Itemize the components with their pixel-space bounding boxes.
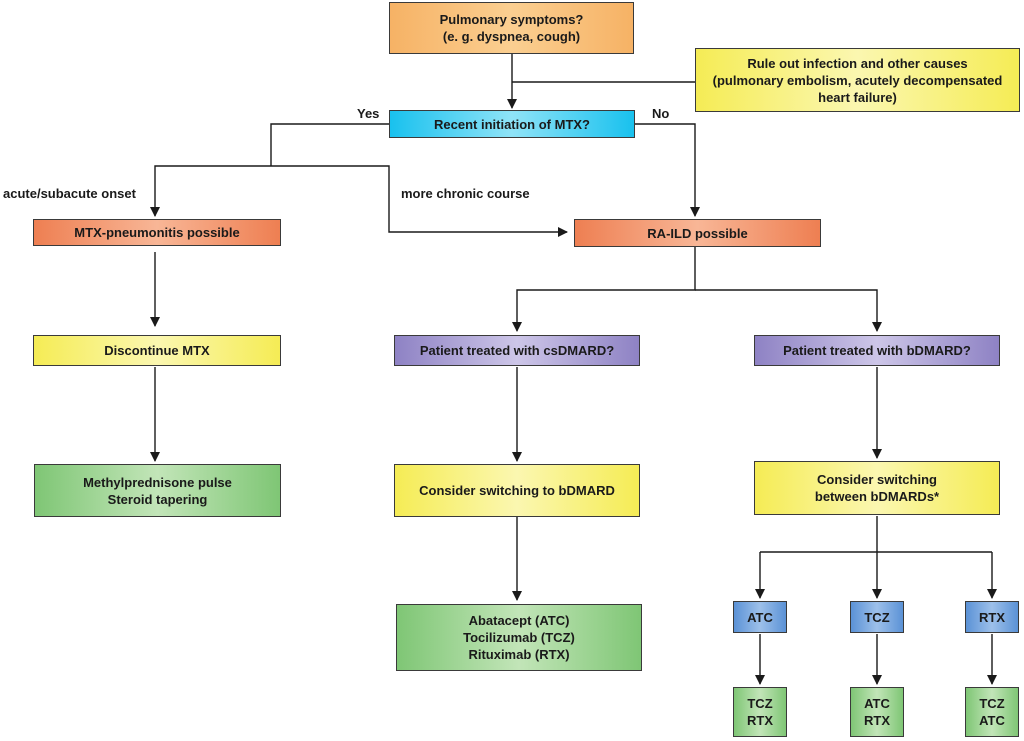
atc-box: ATC xyxy=(733,601,787,633)
methylprednisone-box: Methylprednisone pulse Steroid tapering xyxy=(34,464,281,517)
no-label: No xyxy=(652,106,670,121)
rtx-text: RTX xyxy=(979,609,1005,625)
consider-bdmard-box: Consider switching to bDMARD xyxy=(394,464,640,517)
methylprednisone-text: Methylprednisone pulse xyxy=(83,474,232,490)
discontinue-mtx-box: Discontinue MTX xyxy=(33,335,281,366)
rule-out-text: Rule out infection and other causes xyxy=(747,55,968,71)
tcz-alternatives-box: ATC RTX xyxy=(850,687,904,737)
arrow-to-bdmard xyxy=(695,289,882,332)
chronic-course-label: more chronic course xyxy=(401,186,530,201)
rule-out-causes: (pulmonary embolism, acutely decompensat… xyxy=(712,72,1003,88)
acute-onset-label: acute/subacute onset xyxy=(3,186,136,201)
line-yes xyxy=(270,123,389,166)
rule-out-box: Rule out infection and other causes (pul… xyxy=(695,48,1020,112)
recent-mtx-text: Recent initiation of MTX? xyxy=(434,116,590,132)
atc-text: ATC xyxy=(747,609,773,625)
consider-between-box: Consider switching between bDMARDs* xyxy=(754,461,1000,515)
tcz-text: TCZ xyxy=(864,609,890,625)
consider-between-text: Consider switching xyxy=(817,472,937,487)
rtx-alt-tcz: TCZ xyxy=(979,696,1005,711)
bdmard-text: Patient treated with bDMARD? xyxy=(783,343,971,358)
arrow-to-csdmard xyxy=(512,247,696,332)
tcz-box: TCZ xyxy=(850,601,904,633)
recent-mtx-box: Recent initiation of MTX? xyxy=(389,110,635,138)
atc-alternatives-box: TCZ RTX xyxy=(733,687,787,737)
arrow-acute xyxy=(150,165,271,217)
yes-label: Yes xyxy=(357,106,380,121)
csdmard-box: Patient treated with csDMARD? xyxy=(394,335,640,366)
mtx-pneumonitis-box: MTX-pneumonitis possible xyxy=(33,219,281,246)
atc-alt-tcz: TCZ xyxy=(747,696,773,711)
pulmonary-symptoms-box: Pulmonary symptoms? (e. g. dyspnea, coug… xyxy=(389,2,634,54)
rtx-alternatives-box: TCZ ATC xyxy=(965,687,1019,737)
arrow-chronic xyxy=(271,165,568,237)
arrow-no xyxy=(635,123,700,217)
discontinue-mtx-text: Discontinue MTX xyxy=(104,343,210,358)
tcz-alt-rtx: RTX xyxy=(864,713,890,728)
rtx-alt-atc: ATC xyxy=(979,713,1005,728)
ra-ild-box: RA-ILD possible xyxy=(574,219,821,247)
rule-out-causes-cont: heart failure) xyxy=(818,89,897,105)
steroid-tapering-text: Steroid tapering xyxy=(107,491,208,507)
consider-between-text-cont: between bDMARDs* xyxy=(814,489,940,504)
drug-rituximab: Rituximab (RTX) xyxy=(468,647,570,662)
rtx-box: RTX xyxy=(965,601,1019,633)
tcz-alt-atc: ATC xyxy=(864,696,890,711)
consider-bdmard-text: Consider switching to bDMARD xyxy=(419,483,615,498)
drug-abatacept: Abatacept (ATC) xyxy=(468,613,570,628)
bdmard-box: Patient treated with bDMARD? xyxy=(754,335,1000,366)
mtx-pneumonitis-text: MTX-pneumonitis possible xyxy=(74,225,240,240)
drug-list-box: Abatacept (ATC) Tocilizumab (TCZ) Rituxi… xyxy=(396,604,642,671)
pulmonary-symptoms-examples: (e. g. dyspnea, cough) xyxy=(442,29,581,44)
drug-tocilizumab: Tocilizumab (TCZ) xyxy=(463,630,575,645)
ra-ild-text: RA-ILD possible xyxy=(647,225,748,241)
csdmard-text: Patient treated with csDMARD? xyxy=(419,343,615,358)
pulmonary-symptoms-text: Pulmonary symptoms? xyxy=(439,12,584,27)
atc-alt-rtx: RTX xyxy=(747,713,773,728)
